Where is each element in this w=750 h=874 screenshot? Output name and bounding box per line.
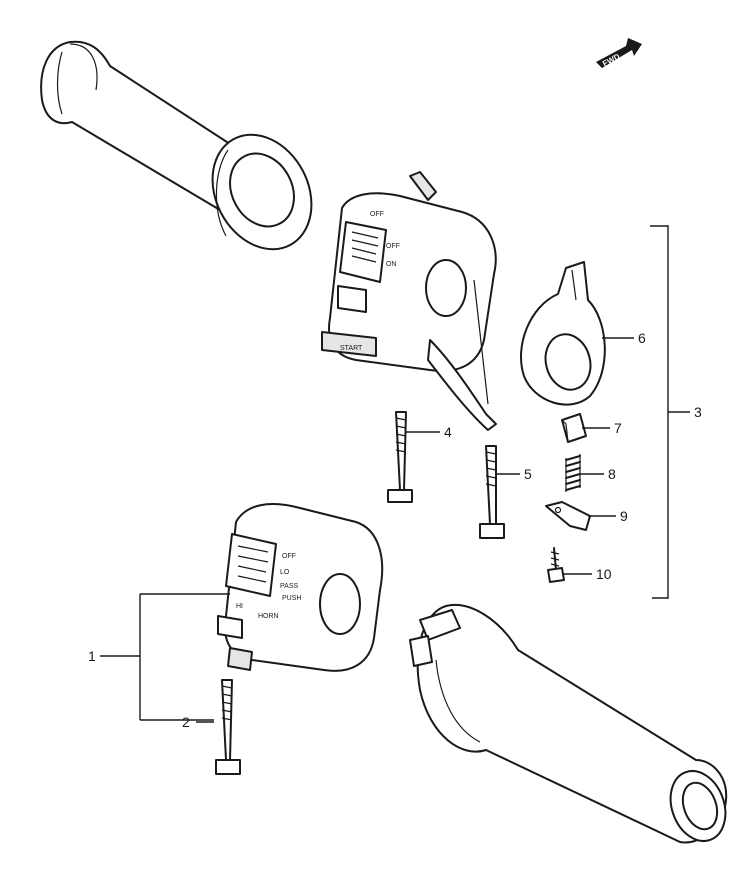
part-9-plate: [545, 501, 591, 531]
left-handlebar-switch-part-1: OFF LO PASS PUSH HI HORN: [217, 503, 384, 672]
part-10-screw: [547, 547, 565, 583]
left-switch-mark-horn: HORN: [258, 613, 279, 620]
right-switch-mark-start: START: [340, 345, 363, 352]
callout-5: 5: [524, 466, 532, 482]
part-8-spring: [565, 454, 581, 492]
left-switch-mark-lo: LO: [280, 569, 290, 576]
callout-6: 6: [638, 330, 646, 346]
right-switch-mark-on: ON: [386, 261, 397, 268]
callout-8: 8: [608, 466, 616, 482]
callout-4: 4: [444, 424, 452, 440]
leader-lines: [100, 225, 690, 723]
callout-3: 3: [694, 404, 702, 420]
fwd-direction-badge: FWD: [596, 38, 642, 68]
screw-part-5: [479, 445, 505, 539]
callout-labels: 1 2 3 4 5 6 7 8 9 10: [88, 330, 702, 730]
screw-part-4: [387, 411, 413, 503]
throttle-cam-part-6: [520, 261, 606, 406]
left-handlebar-grip: [40, 40, 313, 251]
callout-10: 10: [596, 566, 612, 582]
callout-2: 2: [182, 714, 190, 730]
callout-1: 1: [88, 648, 96, 664]
right-switch-mark-off2: OFF: [370, 211, 384, 218]
left-switch-mark-hi: HI: [236, 603, 243, 610]
left-switch-mark-push: PUSH: [282, 595, 301, 602]
left-switch-mark-off: OFF: [282, 553, 296, 560]
part-7-block: [561, 413, 587, 443]
left-switch-mark-pass: PASS: [280, 583, 298, 590]
right-handlebar-switch: OFF ON OFF START: [321, 171, 497, 431]
callout-9: 9: [620, 508, 628, 524]
right-handlebar-grip: [409, 603, 728, 844]
screw-part-2: [215, 679, 241, 775]
callout-7: 7: [614, 420, 622, 436]
right-switch-mark-off: OFF: [386, 243, 400, 250]
